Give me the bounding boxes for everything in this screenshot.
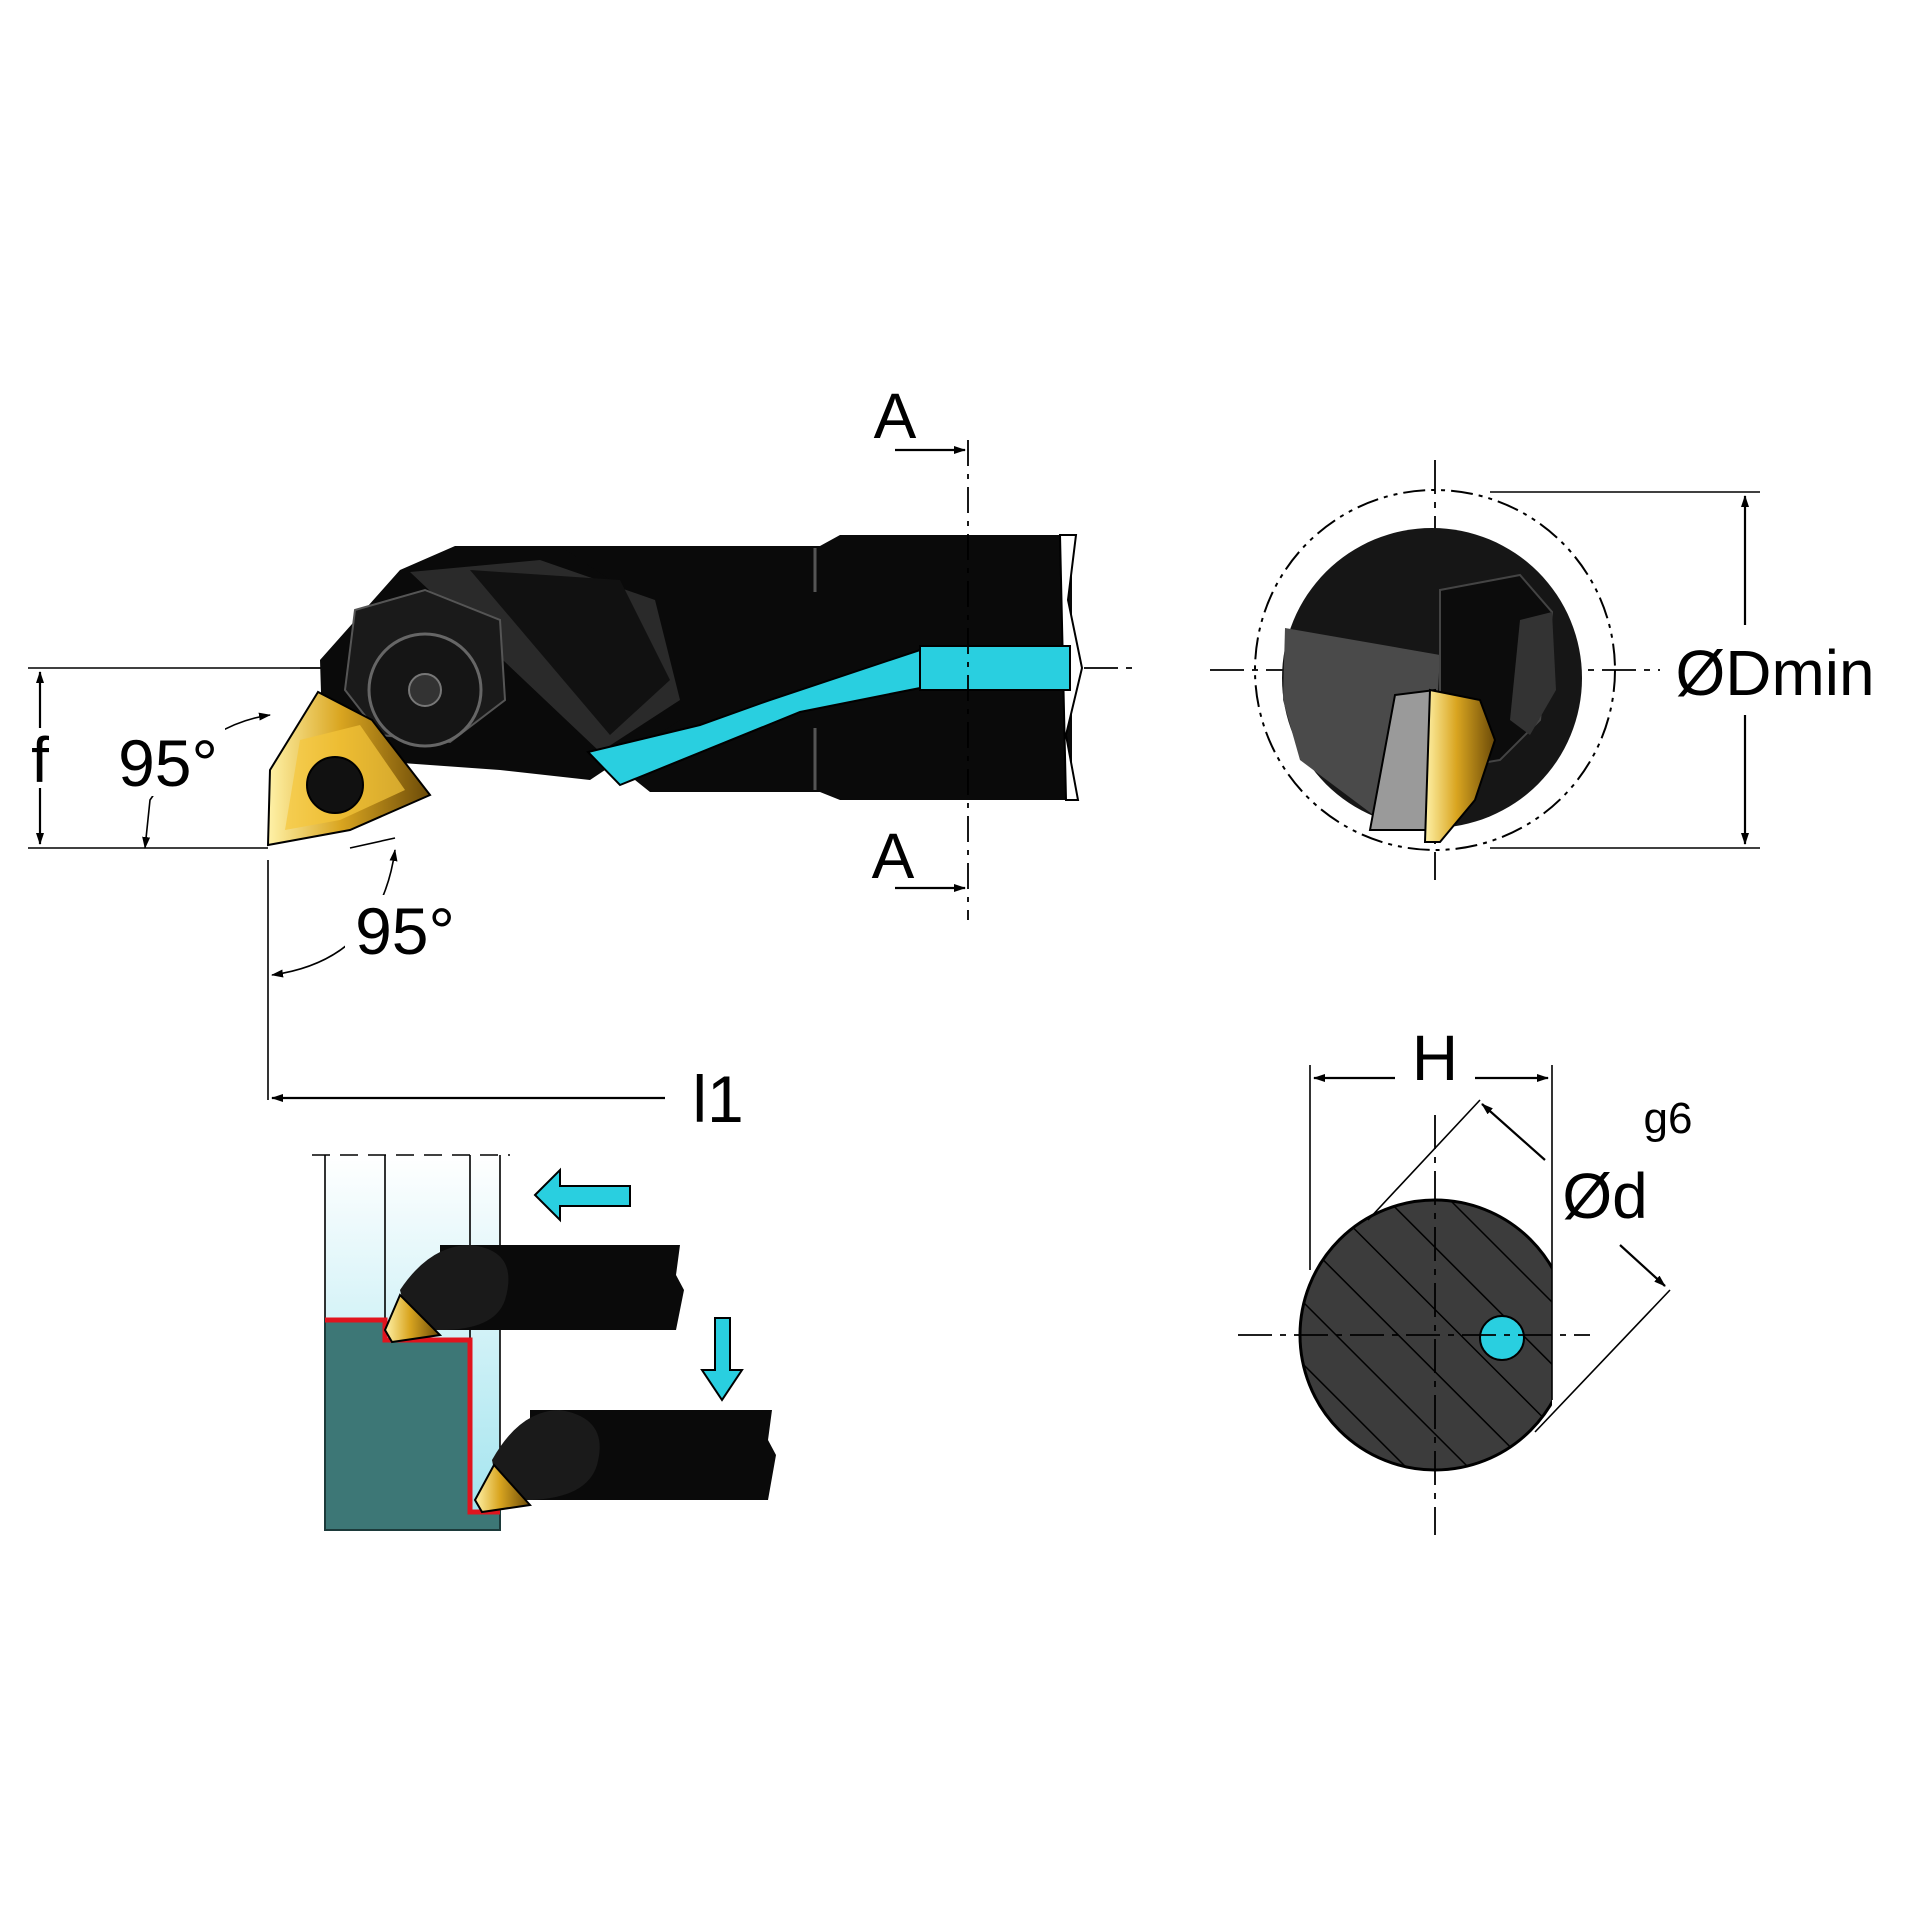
dimension-l1-label: l1	[692, 1062, 743, 1136]
screw-hex-socket	[408, 673, 442, 707]
operation-illustration	[312, 1154, 776, 1531]
upper-tool-insert	[383, 1293, 443, 1344]
section-view: H Ød g6	[1238, 1022, 1692, 1535]
side-view: A A f 95° 95° l1	[24, 380, 1140, 1136]
dimension-dmin-label: ØDmin	[1675, 637, 1874, 709]
dimension-d-label: Ød	[1562, 1160, 1647, 1232]
approach-angle-label: 95°	[355, 894, 455, 968]
coolant-hole	[1479, 1315, 1525, 1361]
radial-feed-arrow	[700, 1317, 744, 1402]
approach-angle-bg	[345, 895, 460, 965]
d-extension-upper	[1367, 1099, 1481, 1221]
dimension-h-label: H	[1412, 1022, 1458, 1094]
head-facet-dark	[470, 570, 670, 735]
lead-angle-bg	[110, 728, 225, 796]
d-extension-lower	[1534, 1289, 1671, 1433]
d-dimension-upper	[1481, 1103, 1546, 1161]
approach-angle-ray	[349, 837, 396, 849]
lead-angle-label: 95°	[118, 726, 218, 800]
upper-tool-head	[400, 1245, 509, 1330]
lower-tool-head	[492, 1410, 600, 1500]
cut-profile	[325, 1317, 500, 1515]
section-label-top: A	[874, 380, 917, 452]
f-label-bg	[24, 728, 58, 788]
front-clamp-face	[1510, 612, 1556, 735]
tolerance-g6-label: g6	[1644, 1094, 1693, 1143]
d-dimension-lower	[1619, 1244, 1666, 1287]
coolant-channel-straight	[919, 645, 1071, 691]
section-label-bottom: A	[872, 820, 915, 892]
front-insert-gold	[1423, 688, 1497, 843]
axial-feed-arrow	[533, 1167, 631, 1223]
dimension-f-label: f	[31, 724, 49, 796]
front-view: ØDmin	[1210, 460, 1875, 880]
lower-tool-insert	[473, 1463, 532, 1514]
insert-hole	[306, 756, 364, 814]
